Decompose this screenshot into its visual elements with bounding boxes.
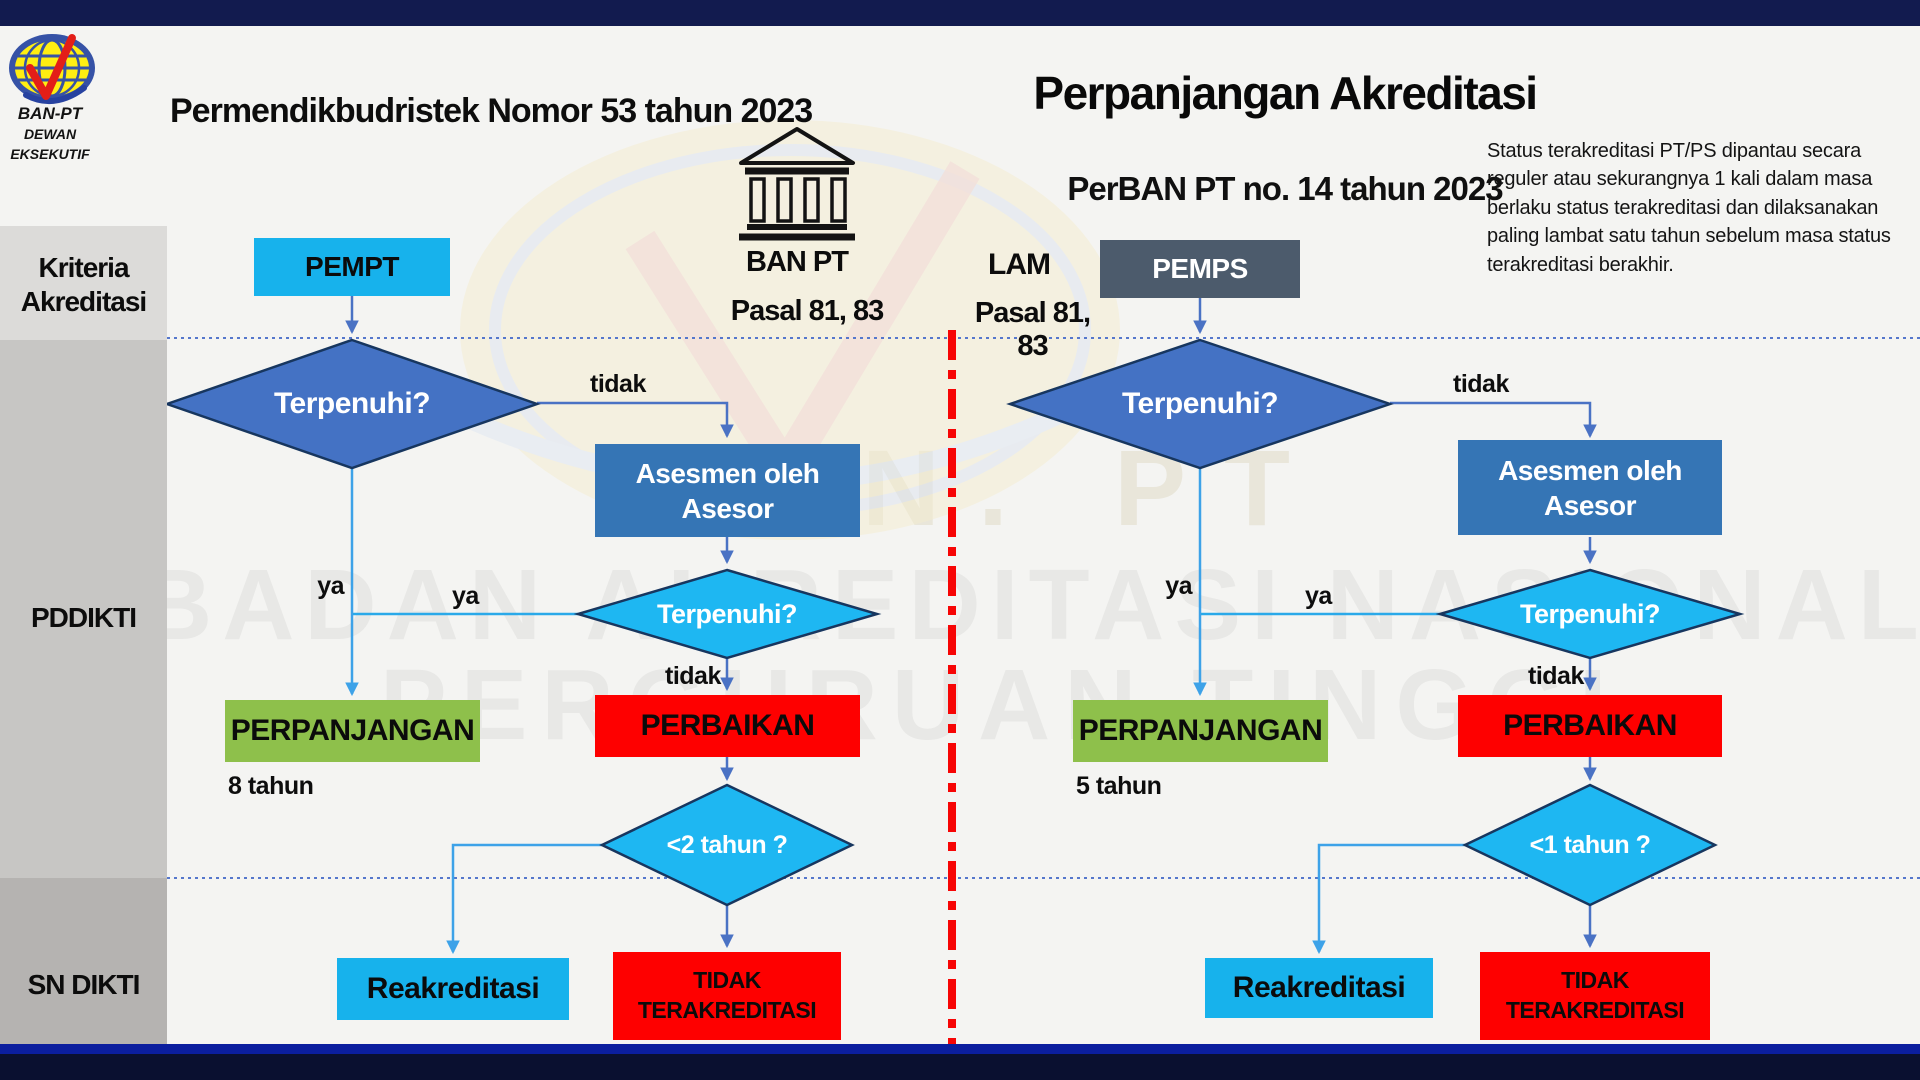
flow-node-asesmen-right: Asesmen oleh Asesor [1458,440,1722,535]
pasal-reference-left: Pasal 81, 83 [730,295,884,327]
flow-node-perbaikan-right: PERBAIKAN [1458,695,1722,757]
decision2-diamond-left [573,568,882,660]
edge-d1-tidak-right [1390,401,1597,439]
na-line2-left: TERAKREDITASI [637,997,817,1023]
bank-icon [739,127,855,241]
asesmen-line2-right: Asesor [1544,489,1636,521]
ban-pt-logo [9,34,95,105]
decision3-diamond-left [599,783,855,907]
decision1-diamond-right [1006,338,1394,470]
law-reference-right: PerBAN PT no. 14 tahun 2023 [1067,170,1503,207]
logo-meridian-2 [23,38,81,98]
edge-d1-tidak-left [537,401,734,439]
edge-label-ya1-right: ya [1165,572,1192,600]
logo-text-ban-pt: BAN-PT [17,104,83,123]
decision1-label-right: Terpenuhi? [1121,387,1279,420]
sidebar-section-kriteria [0,226,167,340]
sidebar-section-pddikti [0,340,167,878]
flow-node-perpanjangan-left: PERPANJANGAN [225,700,480,762]
logo-checkmark [26,34,76,100]
edge-d3-to-reacc-left [446,843,602,955]
law-reference-left: Permendikbudristek Nomor 53 tahun 2023 [170,92,813,130]
flow-node-perbaikan-left: PERBAIKAN [595,695,860,757]
sidebar-label-sn-dikti: SN DIKTI [27,968,141,1000]
sidebar-label-kriteria-akreditasi: Kriteria Akreditasi [20,251,147,317]
duration-label-left: 8 tahun [228,772,314,800]
edge-label-tidak2-right: tidak [1528,662,1584,690]
edge-label-ya1-left: ya [317,572,344,600]
flow-node-tidak-terakreditasi-left: TIDAK TERAKREDITASI [613,952,841,1040]
edge-d3-to-reacc-right [1312,843,1465,955]
decision1-label-left: Terpenuhi? [273,387,431,420]
decision3-label-left: <2 tahun ? [666,830,788,859]
flow-node-reakreditasi-right: Reakreditasi [1205,958,1433,1018]
decision2-diamond-right [1435,568,1745,660]
edge-label-tidak1-right: tidak [1453,370,1509,398]
duration-label-right: 5 tahun [1076,772,1162,800]
bottom-bar [0,1054,1920,1080]
sidebar-label-pddikti: PDDIKTI [31,601,137,633]
flow-node-pempt: PEMPT [254,238,450,296]
na-line1-left: TIDAK [693,967,761,994]
flow-node-reakreditasi-left: Reakreditasi [337,958,569,1020]
bottom-accent-strip [0,1044,1920,1054]
edge-label-ya2-left: ya [452,582,479,610]
top-bar [0,0,1920,26]
edge-label-tidak2-left: tidak [665,662,721,690]
decision1-diamond-left [163,338,541,470]
logo-text-dewan: DEWAN [23,126,77,142]
flow-node-tidak-terakreditasi-right: TIDAK TERAKREDITASI [1480,952,1710,1040]
na-line1-right: TIDAK [1561,967,1629,994]
decision2-label-right: Terpenuhi? [1520,598,1661,629]
flow-node-pemps: PEMPS [1100,240,1300,298]
na-line2-right: TERAKREDITASI [1505,997,1685,1023]
decision2-label-left: Terpenuhi? [657,598,798,629]
asesmen-line2-left: Asesor [681,492,774,524]
asesmen-line1-left: Asesmen oleh [635,457,820,489]
flow-node-asesmen-left: Asesmen oleh Asesor [595,444,860,537]
pasal-reference-right: Pasal 81, 83 [974,297,1091,362]
sidebar-section-sndikti [0,878,167,1044]
logo-text-eksekutif: EKSEKUTIF [10,146,90,162]
authority-lam-label: LAM [988,248,1051,281]
edge-label-tidak1-left: tidak [590,370,646,398]
flow-node-perpanjangan-right: PERPANJANGAN [1073,700,1328,762]
page-title: Perpanjangan Akreditasi [1033,67,1538,119]
edge-label-ya2-right: ya [1305,582,1332,610]
watermark-perguruan-tinggi: PERGURUAN TINGGI [380,649,1621,761]
decision3-diamond-right [1462,783,1718,907]
authority-ban-pt-label: BAN PT [746,246,849,278]
asesmen-line1-right: Asesmen oleh [1498,454,1682,486]
monitoring-note: Status terakreditasi PT/PS dipantau seca… [1487,140,1891,276]
logo-swoosh [23,85,87,105]
decision3-label-right: <1 tahun ? [1529,830,1651,859]
